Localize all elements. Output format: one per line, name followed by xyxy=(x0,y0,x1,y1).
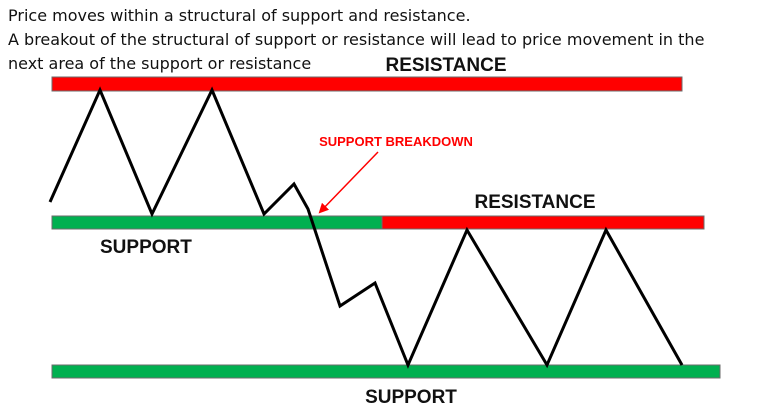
support-label-middle: SUPPORT xyxy=(100,237,192,258)
resistance-label-top: RESISTANCE xyxy=(385,55,506,76)
support-label-bottom: SUPPORT xyxy=(365,387,457,408)
support-band-middle xyxy=(51,215,383,230)
resistance-band-top xyxy=(51,76,683,92)
intro-line-2: A breakout of the structural of support … xyxy=(8,30,705,49)
resistance-label-middle: RESISTANCE xyxy=(474,192,595,213)
support-band-bottom xyxy=(51,364,721,379)
support-breakdown-arrow xyxy=(318,151,379,214)
intro-line-3: next area of the support or resistance xyxy=(8,54,312,73)
intro-text: Price moves within a structural of suppo… xyxy=(8,4,760,76)
support-breakdown-label: SUPPORT BREAKDOWN xyxy=(319,134,473,149)
price-path xyxy=(48,86,684,369)
resistance-band-middle xyxy=(381,215,705,230)
intro-line-1: Price moves within a structural of suppo… xyxy=(8,6,471,25)
